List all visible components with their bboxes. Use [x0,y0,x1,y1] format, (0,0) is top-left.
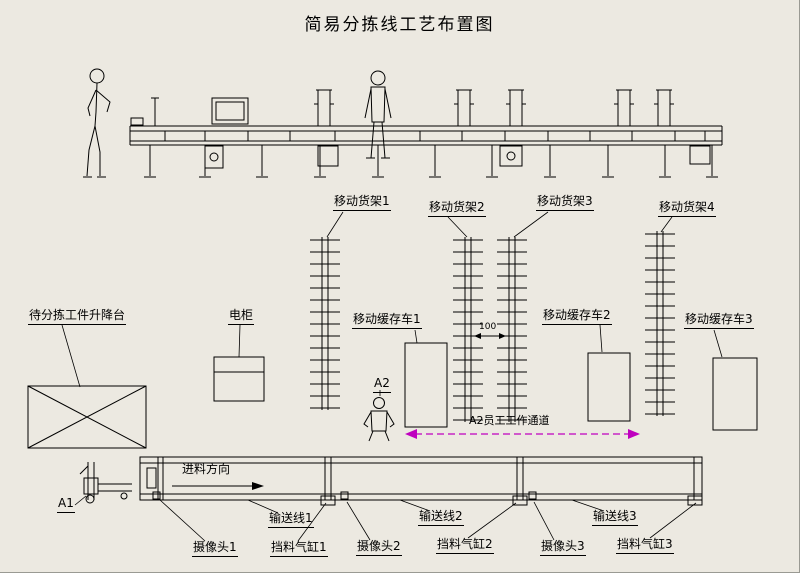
separator-1 [324,457,332,500]
conveyor-panel-ticks [164,131,706,141]
a1-stacker-figure [79,462,132,504]
label-dimension-100: 100 [479,322,497,332]
label-a2-channel: A2员工工作通道 [469,414,550,427]
a2-worker-figure [363,397,395,442]
label-rack-2: 移动货架2 [428,200,486,217]
label-feed-direction: 进料方向 [182,462,231,476]
label-buffer-cart-3: 移动缓存车3 [684,312,754,329]
label-rack-3: 移动货架3 [536,194,594,211]
label-stopper-1: 挡料气缸1 [270,540,328,557]
diagram-title: 简易分拣线工艺布置图 [304,15,495,35]
buffer-cart-3-box [712,357,758,431]
a2-channel-arrow [405,429,640,439]
rack-1 [310,237,340,410]
label-camera-2: 摄像头2 [356,539,402,556]
electric-cabinet-box [213,356,265,402]
elevation-view [83,68,723,178]
label-a1-marker: A1 [57,496,75,513]
separator-2 [516,457,524,500]
sensor-masts [151,89,674,126]
label-buffer-cart-1: 移动缓存车1 [352,312,422,329]
rack-2 [453,237,483,422]
control-monitor [211,97,249,125]
label-lift-table: 待分拣工件升降台 [28,308,127,325]
label-electric-cabinet: 电柜 [228,308,255,325]
plan-conveyor [79,456,703,506]
channel-arrowhead-right [628,429,640,439]
mobile-racks [310,231,675,422]
label-stopper-2: 挡料气缸2 [436,537,494,554]
label-a2-marker: A2 [373,376,391,393]
label-conveyor-3: 输送线3 [592,509,638,526]
camera-mark-3 [528,491,537,500]
camera-mark-2 [340,491,349,500]
under-conveyor-units [130,117,711,169]
rack-4 [645,231,675,416]
stopper-cylinder-1 [320,495,336,506]
stopper-cylinder-3 [687,495,703,506]
left-equipment [27,342,758,449]
label-camera-3: 摄像头3 [540,539,586,556]
label-conveyor-2: 输送线2 [418,509,464,526]
label-rack-4: 移动货架4 [658,200,716,217]
lift-table-box [27,385,147,449]
conveyor-frame [129,125,723,146]
channel-arrowhead-left [405,429,417,439]
label-camera-1: 摄像头1 [192,540,238,557]
feed-direction-arrow [172,482,264,490]
operator-figure [83,68,111,178]
buffer-cart-1-box [404,342,448,428]
buffer-cart-2-box [587,352,631,422]
conveyor-legs [144,145,718,178]
label-buffer-cart-2: 移动缓存车2 [542,308,612,325]
leader-lines [61,211,723,542]
dimension-100 [474,333,506,339]
stopper-cylinder-2 [512,495,528,506]
infeed-end-block [157,457,164,500]
mannequin-figure [364,70,392,159]
label-stopper-3: 挡料气缸3 [616,537,674,554]
rack-3 [497,237,527,422]
label-rack-1: 移动货架1 [333,194,391,211]
label-conveyor-1: 输送线1 [268,511,314,528]
camera-mark-1 [152,491,161,500]
